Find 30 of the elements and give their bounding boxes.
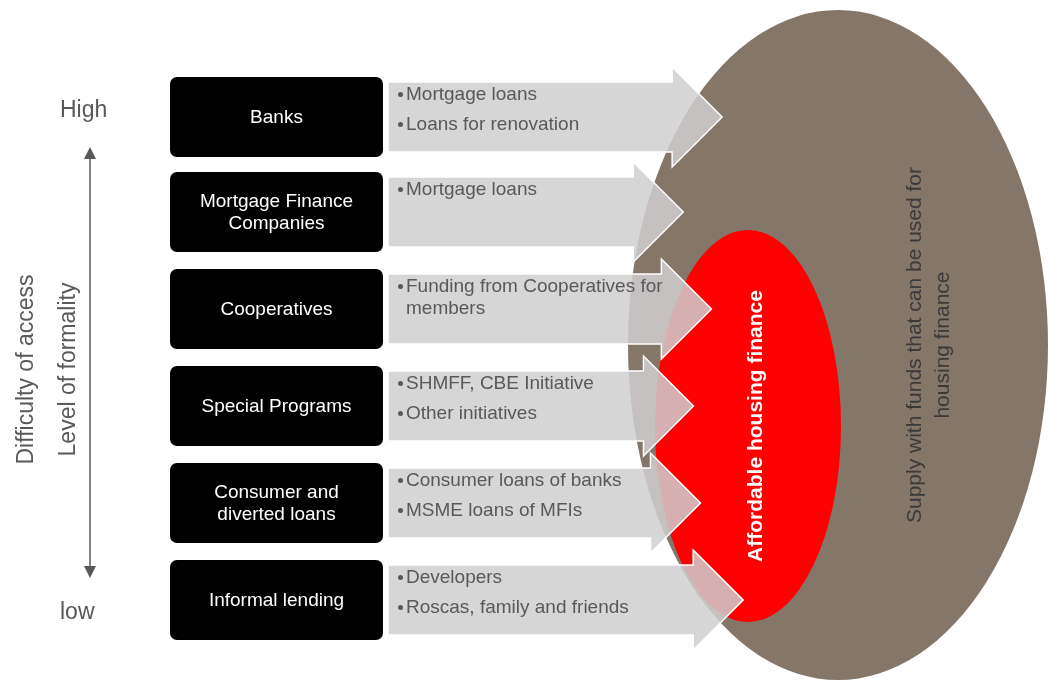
axis-label: Difficulty of access bbox=[11, 273, 39, 467]
funding-item: Loans for renovation bbox=[406, 113, 580, 135]
source-box bbox=[170, 463, 383, 543]
funding-item: Mortgage loans bbox=[406, 83, 537, 105]
source-box bbox=[170, 269, 383, 349]
source-label: Cooperatives bbox=[220, 298, 333, 320]
source-label: Special Programs bbox=[201, 395, 352, 417]
source-label: Mortgage Finance Companies bbox=[198, 190, 355, 234]
source-label: Informal lending bbox=[208, 589, 345, 611]
source-box bbox=[170, 172, 383, 252]
funding-item: Other initiatives bbox=[406, 402, 537, 424]
funding-item: Developers bbox=[406, 566, 503, 588]
source-label: Banks bbox=[250, 106, 303, 128]
funding-item: MSME loans of MFIs bbox=[406, 499, 583, 521]
funding-item: Funding from Cooperatives for members bbox=[406, 275, 663, 319]
scale-label: High bbox=[60, 96, 108, 123]
block-arrow bbox=[387, 354, 695, 458]
funding-item: SHMFF, CBE Initiative bbox=[406, 372, 594, 394]
ellipse-label: Affordable housing finance bbox=[742, 289, 767, 564]
funding-item: Mortgage loans bbox=[406, 178, 537, 200]
funding-item: Consumer loans of banks bbox=[406, 469, 622, 491]
scale-label: low bbox=[60, 598, 95, 625]
axis-label: Level of formality bbox=[53, 281, 81, 459]
ellipse-label: Supply with funds that can be used for housing finance bbox=[901, 165, 954, 526]
source-box bbox=[170, 560, 383, 640]
source-label: Consumer and diverted loans bbox=[213, 481, 340, 525]
source-box bbox=[170, 77, 383, 157]
block-arrow bbox=[387, 257, 713, 361]
funding-item: Roscas, family and friends bbox=[406, 596, 629, 618]
source-box bbox=[170, 366, 383, 446]
